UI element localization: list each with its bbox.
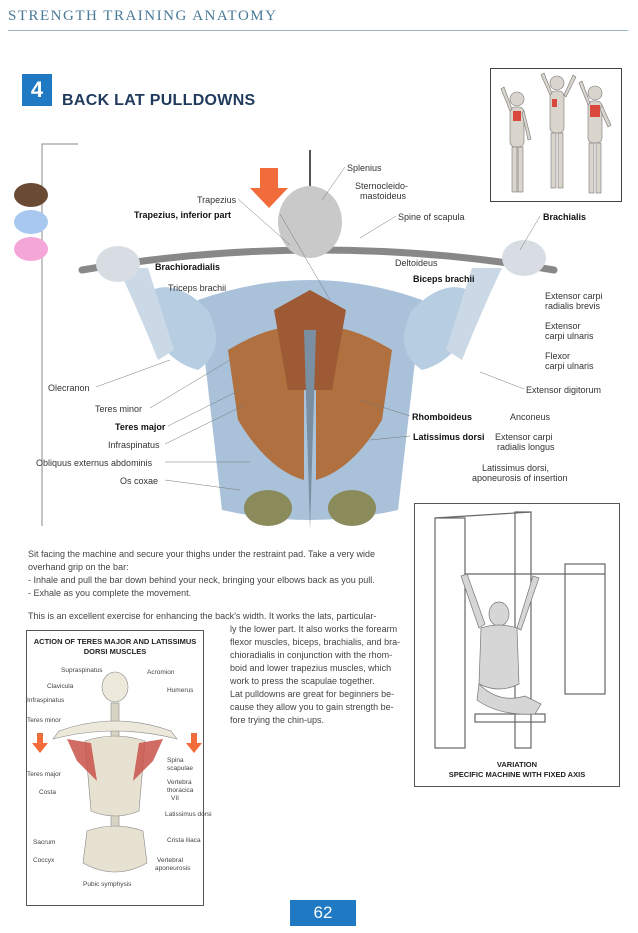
label-ecu-2: carpi ulnaris xyxy=(545,331,594,341)
label-ecrb-2: radialis brevis xyxy=(545,301,601,311)
swatch-muscle-blue xyxy=(14,210,48,234)
instruction-line-3: - Inhale and pull the bar down behind yo… xyxy=(28,575,375,585)
label-olecranon: Olecranon xyxy=(48,383,90,393)
instruction-line-2: overhand grip on the bar: xyxy=(28,562,129,572)
right-arrow-icon xyxy=(186,733,202,753)
description-line: fore trying the chin-ups. xyxy=(230,715,325,725)
label-brachialis: Brachialis xyxy=(543,212,587,222)
label-trapezius: Trapezius xyxy=(197,195,237,205)
description-line: chioradialis in conjunction with the rho… xyxy=(230,650,393,660)
skel-label-teres-minor: Teres minor xyxy=(27,717,61,724)
action-box-title-line-2: DORSI MUSCLES xyxy=(83,647,147,656)
skel-label-vert-apo-1: Vertebral xyxy=(157,857,184,864)
label-anconeus: Anconeus xyxy=(510,412,551,422)
skel-label-spina-2: scapulae xyxy=(167,765,194,772)
variation-box: VARIATION SPECIFIC MACHINE WITH FIXED AX… xyxy=(414,503,620,787)
skel-label-clavicula: Clavicula xyxy=(47,683,74,690)
header-rule xyxy=(8,30,628,31)
label-ecrb-1: Extensor carpi xyxy=(545,291,603,301)
label-infraspinatus: Infraspinatus xyxy=(108,440,160,450)
page-number: 62 xyxy=(290,900,356,926)
action-box-title: ACTION OF TERES MAJOR AND LATISSIMUS DOR… xyxy=(27,637,203,657)
label-latissimus: Latissimus dorsi xyxy=(413,432,485,442)
description-line: ly the lower part. It also works the for… xyxy=(230,624,398,634)
description-line: boid and lower trapezius muscles, which xyxy=(230,663,392,673)
label-sternocleido: Sternocleido- xyxy=(355,181,409,191)
skel-label-vert-3: VII xyxy=(171,795,179,802)
down-arrow-icon xyxy=(250,168,288,208)
label-biceps: Biceps brachii xyxy=(413,274,475,284)
skel-label-crista-iliaca: Crista iliaca xyxy=(167,837,201,844)
swatch-muscle-brown xyxy=(14,183,48,207)
label-lat-apo-1: Latissimus dorsi, xyxy=(482,463,550,473)
skel-label-costa: Costa xyxy=(39,789,56,796)
label-teres-major: Teres major xyxy=(115,422,166,432)
swatch-muscle-pink xyxy=(14,237,48,261)
instruction-line-1: Sit facing the machine and secure your t… xyxy=(28,549,376,559)
skel-label-coccyx: Coccyx xyxy=(33,857,55,864)
skel-label-latissimus: Latissimus dorsi xyxy=(165,811,212,818)
muscle-thumbnails xyxy=(490,68,622,202)
instruction-line-4: - Exhale as you complete the movement. xyxy=(28,588,192,598)
description-line: work to press the scapulae together. xyxy=(230,676,375,686)
left-arrow-icon xyxy=(32,733,48,753)
label-fcu-2: carpi ulnaris xyxy=(545,361,594,371)
label-ecrl-1: Extensor carpi xyxy=(495,432,553,442)
action-box-title-line-1: ACTION OF TERES MAJOR AND LATISSIMUS xyxy=(33,637,197,646)
skel-label-vert-2: thoracica xyxy=(167,787,194,794)
description-line: cause they allow you to gain strength be… xyxy=(230,702,394,712)
label-trapezius-inferior: Trapezius, inferior part xyxy=(134,210,232,220)
action-muscles-box: ACTION OF TERES MAJOR AND LATISSIMUS DOR… xyxy=(26,630,212,906)
exercise-number: 4 xyxy=(22,74,52,106)
label-splenius: Splenius xyxy=(347,163,382,173)
label-triceps: Triceps brachii xyxy=(168,283,227,293)
book-title: STRENGTH TRAINING ANATOMY xyxy=(8,8,278,24)
label-ecrl-2: radialis longus xyxy=(497,442,555,452)
label-teres-minor: Teres minor xyxy=(95,404,143,414)
variation-title: VARIATION xyxy=(496,760,538,769)
label-extensor-digitorum: Extensor digitorum xyxy=(526,385,602,395)
description-lead: This is an excellent exercise for enhanc… xyxy=(28,611,377,621)
label-lat-apo-2: aponeurosis of insertion xyxy=(472,473,568,483)
label-fcu-1: Flexor xyxy=(545,351,571,361)
label-brachioradialis: Brachioradialis xyxy=(155,262,221,272)
label-ecu-1: Extensor xyxy=(545,321,581,331)
skel-label-supraspinatus: Supraspinatus xyxy=(61,667,103,674)
description-line: flexor muscles, biceps, brachialis, and … xyxy=(230,637,401,647)
skel-label-infraspinatus: Infraspinatus xyxy=(27,697,65,704)
description-line: Lat pulldowns are great for beginners be… xyxy=(230,689,395,699)
skel-label-spina-1: Spina xyxy=(167,757,184,764)
label-os-coxae: Os coxae xyxy=(120,476,159,486)
skel-label-teres-major: Teres major xyxy=(27,771,61,778)
label-spine-scapula: Spine of scapula xyxy=(398,212,465,222)
exercise-title: BACK LAT PULLDOWNS xyxy=(62,92,256,109)
label-rhomboideus: Rhomboideus xyxy=(412,412,472,422)
skel-label-vert-apo-2: aponeurosis xyxy=(155,865,191,872)
skel-label-pubic: Pubic symphysis xyxy=(83,881,132,888)
skeleton-illustration xyxy=(32,671,202,873)
skel-label-sacrum: Sacrum xyxy=(33,839,56,846)
skel-label-acromion: Acromion xyxy=(147,669,175,676)
section-bracket xyxy=(41,143,78,526)
machine-illustration xyxy=(434,511,606,749)
skel-label-humerus: Humerus xyxy=(167,687,194,694)
label-mastoideus: mastoideus xyxy=(360,191,407,201)
label-deltoideus: Deltoideus xyxy=(395,258,438,268)
variation-subtitle: SPECIFIC MACHINE WITH FIXED AXIS xyxy=(448,770,586,779)
label-obliquus: Obliquus externus abdominis xyxy=(36,458,153,468)
skel-label-vert-1: Vertebra xyxy=(167,779,192,786)
